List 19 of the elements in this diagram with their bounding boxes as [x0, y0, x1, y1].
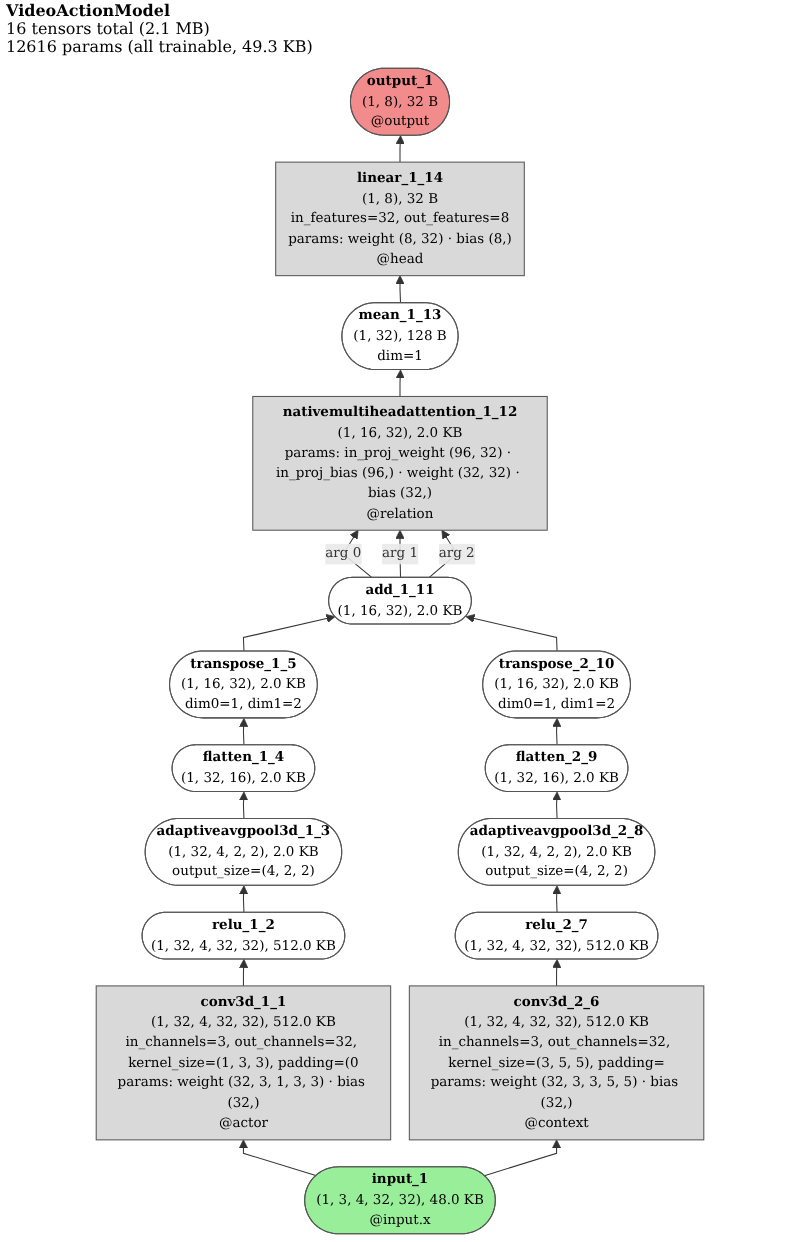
arrow — [395, 369, 405, 397]
arrow — [552, 885, 562, 914]
arrow — [395, 529, 405, 579]
arrow — [552, 959, 562, 987]
summary-note: 12616 params (all trainable, 49.3 KB) — [6, 38, 313, 56]
arrow — [395, 135, 405, 163]
arrow — [395, 275, 405, 304]
arrow — [238, 1139, 318, 1177]
arrow — [239, 718, 249, 746]
arrow — [239, 885, 249, 914]
diagram-title: VideoActionModel — [6, 2, 171, 20]
arrow — [465, 614, 558, 653]
arrow — [239, 959, 249, 987]
arrow — [483, 1139, 562, 1177]
arrow — [552, 791, 562, 820]
summary-note: 16 tensors total (2.1 MB) — [6, 20, 210, 38]
arrow — [242, 614, 336, 653]
arrow — [239, 791, 249, 820]
arrow — [552, 718, 562, 746]
